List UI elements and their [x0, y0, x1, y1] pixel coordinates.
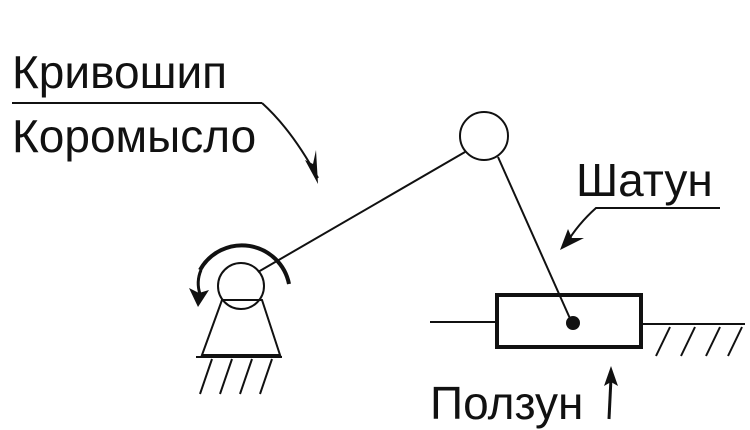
top-joint [459, 111, 509, 161]
label-slider: Ползун [430, 377, 583, 429]
connecting-rod [497, 156, 573, 324]
label-connecting-rod: Шатун [576, 154, 713, 206]
arrow-icon [560, 207, 720, 250]
guide-rail-right [640, 323, 745, 357]
dot-icon [566, 316, 580, 330]
crank-pivot [217, 262, 265, 310]
arrow-icon [604, 366, 618, 420]
circular-arrow-icon [189, 243, 291, 307]
crank-link [257, 151, 466, 273]
slider-block [495, 293, 643, 349]
label-rocker: Коромысло [12, 110, 256, 162]
arrow-icon [261, 102, 319, 184]
fixed-support [196, 299, 282, 395]
label-crank: Кривошип [12, 46, 227, 98]
